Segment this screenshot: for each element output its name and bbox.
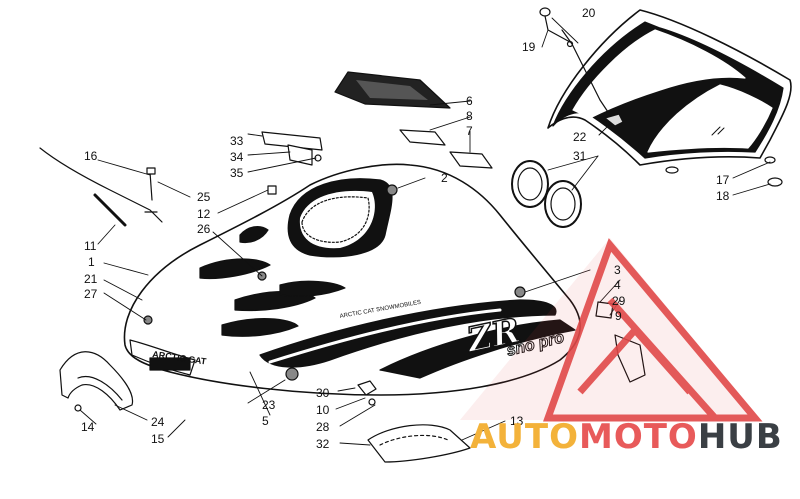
callout-13: 13 <box>510 414 524 428</box>
callout-31: 31 <box>573 149 587 163</box>
callout-18: 18 <box>716 189 730 203</box>
callout-1: 1 <box>88 255 95 269</box>
callout-22: 22 <box>573 130 587 144</box>
callout-19: 19 <box>522 40 536 54</box>
callout-12: 12 <box>197 207 211 221</box>
hood-body <box>123 163 582 396</box>
callout-8: 8 <box>466 109 473 123</box>
hood-bracket <box>261 131 323 166</box>
callout-21: 21 <box>84 272 98 286</box>
watermark-hub: HUB <box>697 417 783 457</box>
callout-24: 24 <box>151 415 165 429</box>
headlight-lenses <box>511 160 582 228</box>
callout-17: 17 <box>716 173 730 187</box>
callout-14: 14 <box>81 420 95 434</box>
callout-7: 7 <box>466 124 473 138</box>
callout-5: 5 <box>262 414 269 428</box>
callout-33: 33 <box>230 134 244 148</box>
callout-11: 11 <box>84 239 97 253</box>
watermark-text: AUTOMOTOHUB <box>470 420 783 454</box>
callout-32: 32 <box>316 437 330 451</box>
callout-30: 30 <box>316 386 330 400</box>
watermark-logo <box>460 238 763 422</box>
front-bumper <box>59 351 134 412</box>
watermark-auto: AUTO <box>470 417 579 457</box>
hood-cable <box>39 147 277 227</box>
callout-25: 25 <box>197 190 211 204</box>
callout-23: 23 <box>262 398 276 412</box>
callout-3: 3 <box>614 263 621 277</box>
callout-6: 6 <box>466 94 473 108</box>
callout-27: 27 <box>84 287 98 301</box>
callout-16: 16 <box>84 149 98 163</box>
callout-34: 34 <box>230 150 244 164</box>
callout-20: 20 <box>582 6 596 20</box>
callout-29: 29 <box>612 294 626 308</box>
windshield <box>547 9 792 166</box>
callout-26: 26 <box>197 222 211 236</box>
watermark-moto: MOTO <box>578 417 698 457</box>
snow-flap <box>367 424 471 463</box>
callout-2: 2 <box>441 171 448 185</box>
callout-28: 28 <box>316 420 330 434</box>
callout-15: 15 <box>151 432 165 446</box>
callout-4: 4 <box>614 278 621 292</box>
callout-35: 35 <box>230 166 244 180</box>
callout-9: 9 <box>615 309 622 323</box>
hood-decals <box>334 71 493 169</box>
leader-lines <box>79 17 771 446</box>
callout-10: 10 <box>316 403 330 417</box>
